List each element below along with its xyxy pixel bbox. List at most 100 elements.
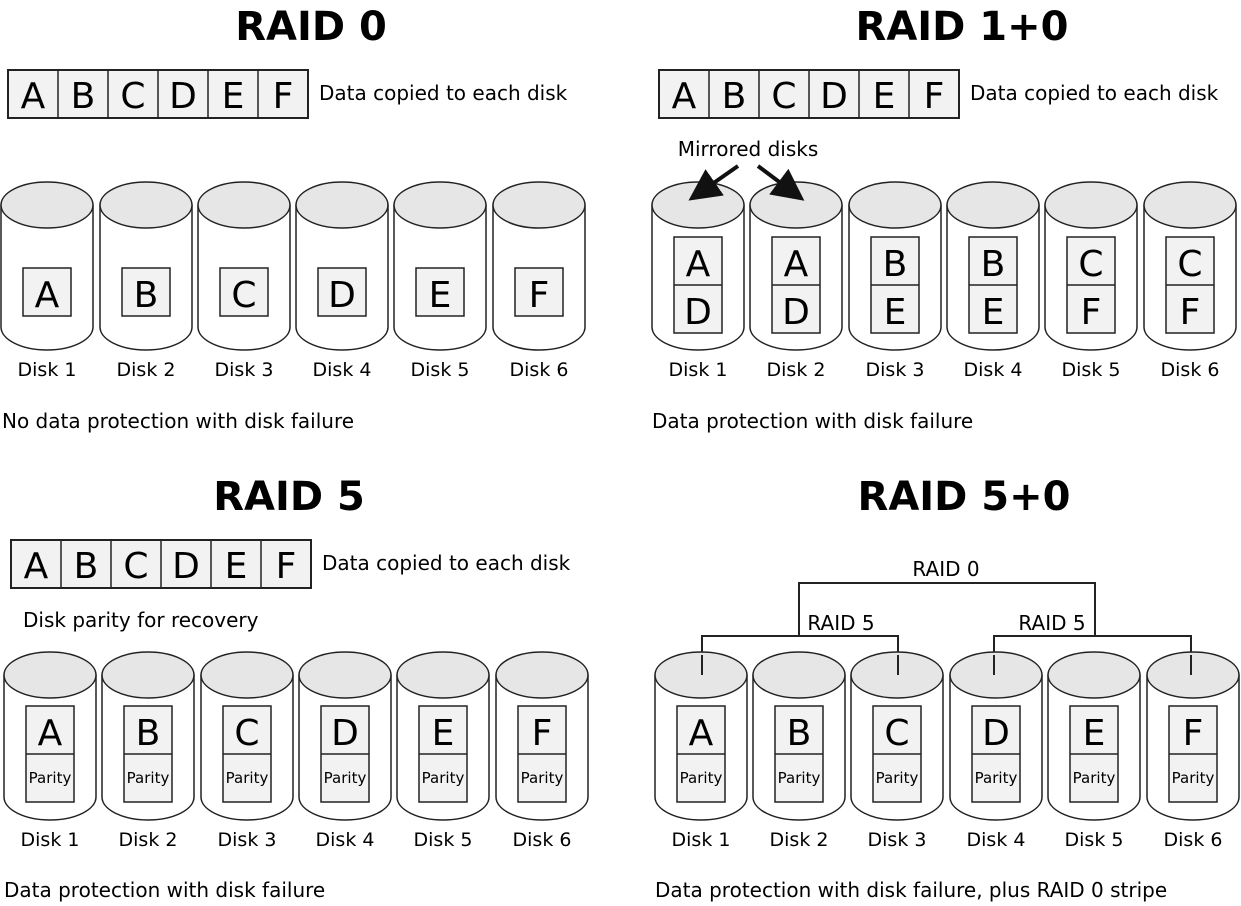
mirror-arrow xyxy=(688,164,740,201)
disk-block xyxy=(317,267,367,317)
parity-label: Parity xyxy=(324,769,367,787)
disk-block-letter: F xyxy=(529,275,550,316)
parity-label: Parity xyxy=(226,769,269,787)
protection-note: Data protection with disk failure, plus … xyxy=(655,878,1167,902)
disk-block-letter: C xyxy=(234,713,259,754)
disk-cylinder-top xyxy=(0,181,94,229)
parity-label: Parity xyxy=(975,769,1018,787)
disk-label: Disk 5 xyxy=(1062,359,1121,381)
data-block-letter: A xyxy=(672,76,697,117)
parity-label: Parity xyxy=(1073,769,1116,787)
raid5-right-label: RAID 5 xyxy=(1018,611,1085,635)
disk-label: Disk 5 xyxy=(414,829,473,851)
disk-cylinder-top xyxy=(3,651,97,699)
disk-label: Disk 2 xyxy=(770,829,829,851)
data-block-letter: F xyxy=(273,76,294,117)
disk-cylinder-top xyxy=(946,181,1040,229)
disk-block-letter: D xyxy=(328,275,356,316)
disk-block-letter: E xyxy=(884,292,907,333)
disk-label: Disk 1 xyxy=(672,829,731,851)
raid0-label: RAID 0 xyxy=(912,557,979,581)
disk-label: Disk 4 xyxy=(964,359,1023,381)
data-block-letter: D xyxy=(820,76,848,117)
disk-cylinder-top xyxy=(295,181,389,229)
disk: F Disk 6 xyxy=(492,181,586,381)
data-block-letter: A xyxy=(24,546,49,587)
disk: A Disk 1 xyxy=(0,181,94,381)
disk-block-letter: F xyxy=(1081,292,1102,333)
disk-block-letter: D xyxy=(684,292,712,333)
disk-label: Disk 6 xyxy=(1161,359,1220,381)
disk-block-letter: A xyxy=(689,713,714,754)
disk-label: Disk 4 xyxy=(313,359,372,381)
parity-recovery-note: Disk parity for recovery xyxy=(23,608,259,632)
parity-label: Parity xyxy=(1172,769,1215,787)
disk-label: Disk 4 xyxy=(967,829,1026,851)
disk-label: Disk 6 xyxy=(510,359,569,381)
disk-cylinder-top xyxy=(197,181,291,229)
parity-label: Parity xyxy=(778,769,821,787)
disk-cylinder-top xyxy=(752,651,846,699)
panel-title: RAID 1+0 xyxy=(856,4,1069,50)
mirrored-disks-note: Mirrored disks xyxy=(678,137,819,161)
disk-block-letter: D xyxy=(331,713,359,754)
disk-block xyxy=(514,267,564,317)
data-copied-note: Data copied to each disk xyxy=(319,81,568,105)
disk-block-letter: A xyxy=(784,244,809,285)
disk-block-letter: B xyxy=(787,713,812,754)
parity-label: Parity xyxy=(29,769,72,787)
parity-label: Parity xyxy=(422,769,465,787)
disk: D Disk 4 xyxy=(295,181,389,381)
protection-note: No data protection with disk failure xyxy=(2,409,354,433)
disk-label: Disk 2 xyxy=(117,359,176,381)
disk-block-letter: E xyxy=(1083,713,1106,754)
disk-block-letter: E xyxy=(429,275,452,316)
parity-label: Parity xyxy=(680,769,723,787)
disk-block-letter: B xyxy=(981,244,1006,285)
disk: CF Disk 5 xyxy=(1044,181,1138,381)
data-block-letter: C xyxy=(771,76,796,117)
disk-cylinder-top xyxy=(1044,181,1138,229)
data-block-letter: C xyxy=(120,76,145,117)
parity-label: Parity xyxy=(127,769,170,787)
disk-cylinder-top xyxy=(298,651,392,699)
disk-label: Disk 1 xyxy=(669,359,728,381)
disk-cylinder-top xyxy=(848,181,942,229)
panel-title: RAID 5 xyxy=(213,474,365,520)
disk-block-letter: F xyxy=(532,713,553,754)
disk-block-letter: C xyxy=(1177,244,1202,285)
data-block-letter: F xyxy=(924,76,945,117)
disk-block-letter: C xyxy=(1078,244,1103,285)
disk-block-letter: F xyxy=(1180,292,1201,333)
disk-label: Disk 3 xyxy=(215,359,274,381)
disk-cylinder-top xyxy=(651,181,745,229)
mirror-arrow xyxy=(756,164,805,201)
disk-block xyxy=(121,267,171,317)
disk-cylinder-top xyxy=(200,651,294,699)
data-block-letter: D xyxy=(172,546,200,587)
disk-cylinder-top xyxy=(101,651,195,699)
disk-label: Disk 3 xyxy=(868,829,927,851)
disk-block-letter: C xyxy=(884,713,909,754)
disk-block-letter: B xyxy=(136,713,161,754)
disk-label: Disk 3 xyxy=(866,359,925,381)
raid0-connector xyxy=(798,582,1096,636)
disk-block-letter: A xyxy=(35,275,60,316)
disk-label: Disk 1 xyxy=(18,359,77,381)
disk: CF Disk 6 xyxy=(1143,181,1237,381)
